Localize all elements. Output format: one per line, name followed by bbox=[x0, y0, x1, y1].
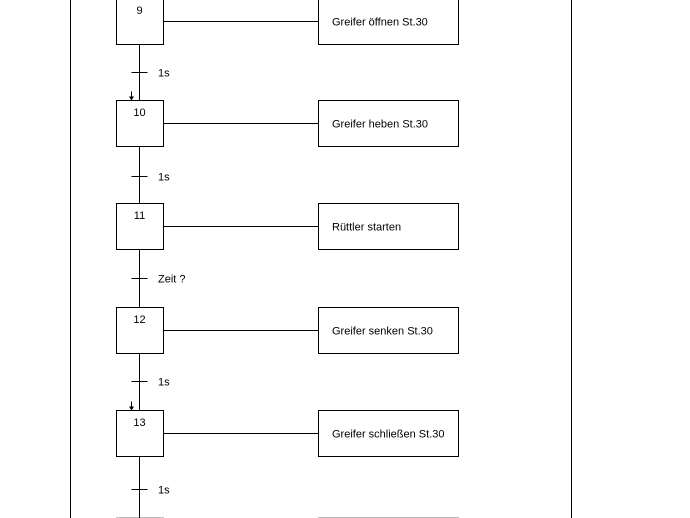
transition-3: Zeit ? bbox=[131, 274, 186, 286]
step-box bbox=[116, 307, 164, 354]
transition-condition: Zeit ? bbox=[158, 274, 186, 286]
action-box bbox=[318, 0, 459, 45]
step-number: 12 bbox=[133, 314, 145, 326]
step-number: 11 bbox=[134, 210, 145, 222]
transition-1: 1s bbox=[129, 68, 170, 101]
entry-arrow-head bbox=[129, 406, 134, 411]
step-box bbox=[116, 100, 164, 147]
step-number: 13 bbox=[133, 417, 145, 429]
transition-2: 1s bbox=[131, 172, 170, 184]
step-number: 10 bbox=[133, 107, 145, 119]
action-box bbox=[318, 203, 459, 250]
action-label: Greifer öffnen St.30 bbox=[332, 17, 428, 29]
action-label: Greifer senken St.30 bbox=[332, 326, 433, 338]
action-label: Rüttler starten bbox=[332, 222, 401, 234]
entry-arrow-head bbox=[129, 96, 134, 101]
action-box bbox=[318, 410, 459, 457]
step-number: 9 bbox=[136, 5, 142, 17]
transition-condition: 1s bbox=[158, 485, 170, 497]
action-label: Greifer heben St.30 bbox=[332, 119, 428, 131]
action-box bbox=[318, 100, 459, 147]
action-box bbox=[318, 307, 459, 354]
action-label: Greifer schließen St.30 bbox=[332, 429, 445, 441]
transition-5: 1s bbox=[131, 485, 170, 497]
step-box bbox=[116, 410, 164, 457]
transition-condition: 1s bbox=[158, 172, 170, 184]
transition-4: 1s bbox=[129, 377, 170, 411]
transition-condition: 1s bbox=[158, 68, 170, 80]
transition-condition: 1s bbox=[158, 377, 170, 389]
